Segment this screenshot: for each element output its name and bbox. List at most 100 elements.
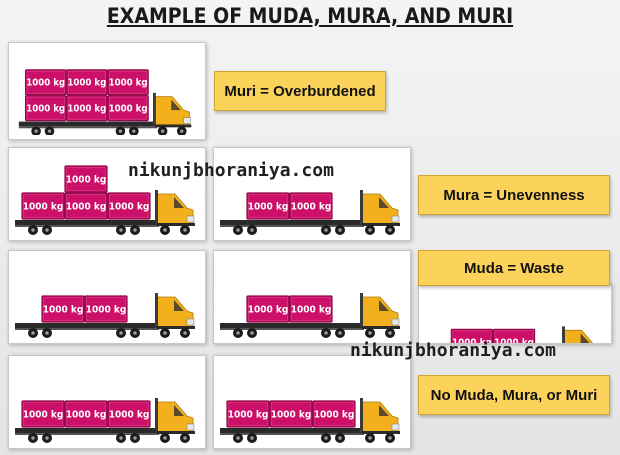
crate-weight-label: 1000 kg xyxy=(66,410,107,421)
trailer-bed xyxy=(220,428,364,433)
wheel-hub xyxy=(324,436,328,440)
crate-weight-label: 1000 kg xyxy=(67,78,106,89)
truck-cab xyxy=(360,190,400,226)
trailer-frame xyxy=(220,328,364,330)
wheel-hub xyxy=(388,436,392,440)
truck-cab xyxy=(153,92,192,128)
crate-weight-label: 1000 kg xyxy=(248,202,289,213)
crate-1000kg: 1000 kg xyxy=(226,400,270,428)
crate-weight-label: 1000 kg xyxy=(109,202,150,213)
wheel-hub xyxy=(45,228,49,232)
crate-1000kg: 1000 kg xyxy=(289,192,333,220)
wheel-hub xyxy=(31,228,35,232)
label-none: No Muda, Mura, or Muri xyxy=(418,375,610,415)
crate-weight-label: 1000 kg xyxy=(271,410,312,421)
crate-1000kg: 1000 kg xyxy=(246,192,290,220)
truck-cab xyxy=(360,398,400,434)
crate-weight-label: 1000 kg xyxy=(66,175,107,186)
crate-1000kg: 1000 kg xyxy=(66,95,108,122)
crate-weight-label: 1000 kg xyxy=(494,337,534,343)
watermark-bottom: nikunjbhoraniya.com xyxy=(350,340,556,361)
diagram-title: EXAMPLE OF MUDA, MURA, AND MURI xyxy=(106,4,514,28)
crate-weight-label: 1000 kg xyxy=(109,78,148,89)
crate-weight-label: 1000 kg xyxy=(291,202,332,213)
wheel-hub xyxy=(180,129,184,133)
crate-1000kg: 1000 kg xyxy=(64,400,108,428)
wheel-hub xyxy=(119,436,123,440)
trailer-frame xyxy=(18,126,157,129)
trailer-bed xyxy=(15,323,159,328)
wheel-hub xyxy=(133,228,137,232)
trailer-bed xyxy=(220,220,364,225)
wheel-hub xyxy=(368,331,372,335)
wheel-hub xyxy=(183,436,187,440)
truck-cab xyxy=(155,190,195,226)
wheel-hub xyxy=(132,129,136,133)
wheel-hub xyxy=(250,228,254,232)
crate-weight-label: 1000 kg xyxy=(26,78,65,89)
wheel-hub xyxy=(163,331,167,335)
crate-1000kg: 1000 kg xyxy=(24,69,67,96)
crate-weight-label: 1000 kg xyxy=(314,410,355,421)
trailer-frame xyxy=(15,225,159,227)
wheel-hub xyxy=(160,129,165,133)
crate-1000kg: 1000 kg xyxy=(107,192,151,220)
wheel-hub xyxy=(236,436,240,440)
wheel-hub xyxy=(163,228,167,232)
crate-weight-label: 1000 kg xyxy=(291,305,332,316)
wheel-hub xyxy=(47,129,52,133)
wheel-hub xyxy=(119,228,123,232)
crate-1000kg: 1000 kg xyxy=(66,69,108,96)
wheel-hub xyxy=(324,228,328,232)
label-muri: Muri = Overburdened xyxy=(214,71,386,111)
crate-1000kg: 1000 kg xyxy=(450,328,494,343)
wheel-hub xyxy=(133,436,137,440)
crate-weight-label: 1000 kg xyxy=(26,104,65,115)
wheel-hub xyxy=(368,228,372,232)
wheel-hub xyxy=(31,331,35,335)
crate-1000kg: 1000 kg xyxy=(24,95,67,122)
truck-cab xyxy=(562,326,594,343)
crate-weight-label: 1000 kg xyxy=(452,337,492,343)
crate-1000kg: 1000 kg xyxy=(289,295,333,323)
crate-weight-label: 1000 kg xyxy=(23,410,64,421)
crate-weight-label: 1000 kg xyxy=(228,410,269,421)
label-mura: Mura = Unevenness xyxy=(418,175,610,215)
crate-1000kg: 1000 kg xyxy=(107,69,149,96)
crate-1000kg: 1000 kg xyxy=(312,400,356,428)
wheel-hub xyxy=(250,436,254,440)
crate-1000kg: 1000 kg xyxy=(21,400,65,428)
crate-weight-label: 1000 kg xyxy=(43,305,84,316)
crate-weight-label: 1000 kg xyxy=(66,202,107,213)
wheel-hub xyxy=(236,228,240,232)
crate-weight-label: 1000 kg xyxy=(67,104,106,115)
crate-1000kg: 1000 kg xyxy=(21,192,65,220)
crate-weight-label: 1000 kg xyxy=(86,305,127,316)
wheel-hub xyxy=(118,129,123,133)
crate-weight-label: 1000 kg xyxy=(248,305,289,316)
wheel-hub xyxy=(183,331,187,335)
trailer-frame xyxy=(220,225,364,227)
truck-cab xyxy=(155,398,195,434)
trailer-frame xyxy=(15,433,159,435)
trailer-bed xyxy=(220,323,364,328)
watermark-top: nikunjbhoraniya.com xyxy=(128,160,334,181)
truck-cab xyxy=(155,293,195,329)
label-muda: Muda = Waste xyxy=(418,250,610,286)
wheel-hub xyxy=(183,228,187,232)
crate-1000kg: 1000 kg xyxy=(269,400,313,428)
crate-weight-label: 1000 kg xyxy=(109,410,150,421)
truck-cab xyxy=(360,293,400,329)
